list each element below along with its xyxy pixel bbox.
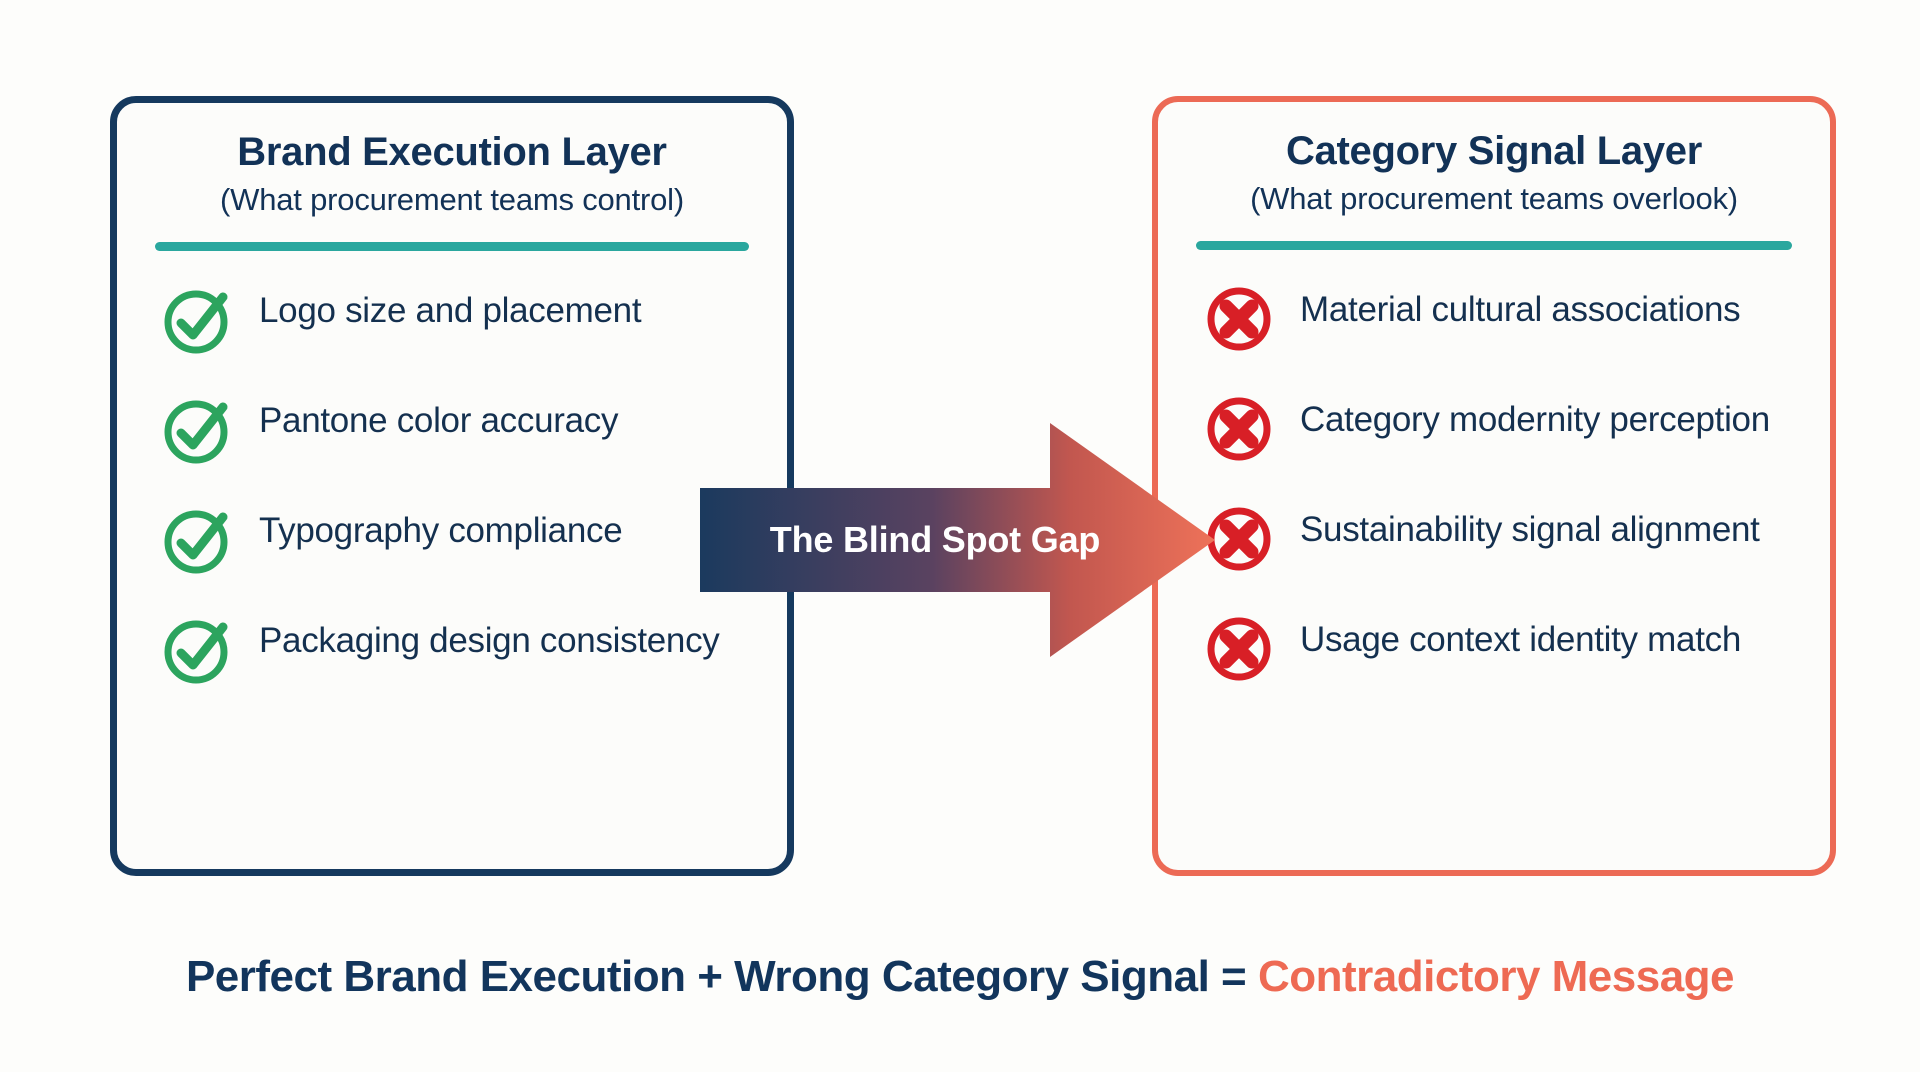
list-item-label: Logo size and placement <box>259 291 642 331</box>
check-circle-icon <box>159 501 237 579</box>
right-card-header: Category Signal Layer (What procurement … <box>1158 102 1830 217</box>
right-card-list: Material cultural associations Category … <box>1158 286 1830 688</box>
list-item-label: Material cultural associations <box>1300 290 1741 330</box>
x-circle-icon <box>1200 390 1278 468</box>
list-item-label: Usage context identity match <box>1300 620 1741 660</box>
right-card-title: Category Signal Layer <box>1285 129 1703 173</box>
list-item: Packaging design consistency <box>159 617 757 689</box>
footer-statement-main: Perfect Brand Execution + Wrong Category… <box>185 952 1258 1001</box>
left-card-header: Brand Execution Layer (What procurement … <box>117 103 787 218</box>
list-item-label: Pantone color accuracy <box>259 401 619 441</box>
list-item-label: Typography compliance <box>259 511 623 551</box>
blind-spot-gap-arrow: The Blind Spot Gap <box>700 415 1230 665</box>
list-item: Typography compliance <box>159 507 757 579</box>
list-item-label: Category modernity perception <box>1300 400 1770 440</box>
left-card-divider <box>155 242 749 252</box>
category-signal-layer-card: Category Signal Layer (What procurement … <box>1152 96 1836 876</box>
brand-execution-layer-card: Brand Execution Layer (What procurement … <box>110 96 794 876</box>
list-item: Sustainability signal alignment <box>1200 506 1800 578</box>
left-card-list: Logo size and placement Pantone color ac… <box>117 287 787 689</box>
arrow-shape <box>700 423 1215 657</box>
check-circle-icon <box>159 391 237 469</box>
footer-statement: Perfect Brand Execution + Wrong Category… <box>0 952 1920 1002</box>
footer-statement-accent: Contradictory Message <box>1257 952 1735 1001</box>
list-item-label: Packaging design consistency <box>259 621 720 661</box>
left-card-title: Brand Execution Layer <box>237 130 667 174</box>
right-card-divider <box>1196 241 1792 251</box>
x-circle-icon <box>1200 610 1278 688</box>
list-item: Usage context identity match <box>1200 616 1800 688</box>
x-circle-icon <box>1200 280 1278 358</box>
list-item-label: Sustainability signal alignment <box>1300 510 1760 550</box>
list-item: Pantone color accuracy <box>159 397 757 469</box>
list-item: Material cultural associations <box>1200 286 1800 358</box>
check-circle-icon <box>159 281 237 359</box>
list-item: Category modernity perception <box>1200 396 1800 468</box>
right-card-subtitle: (What procurement teams overlook) <box>1250 181 1738 216</box>
list-item: Logo size and placement <box>159 287 757 359</box>
left-card-subtitle: (What procurement teams control) <box>220 182 684 217</box>
check-circle-icon <box>159 611 237 689</box>
